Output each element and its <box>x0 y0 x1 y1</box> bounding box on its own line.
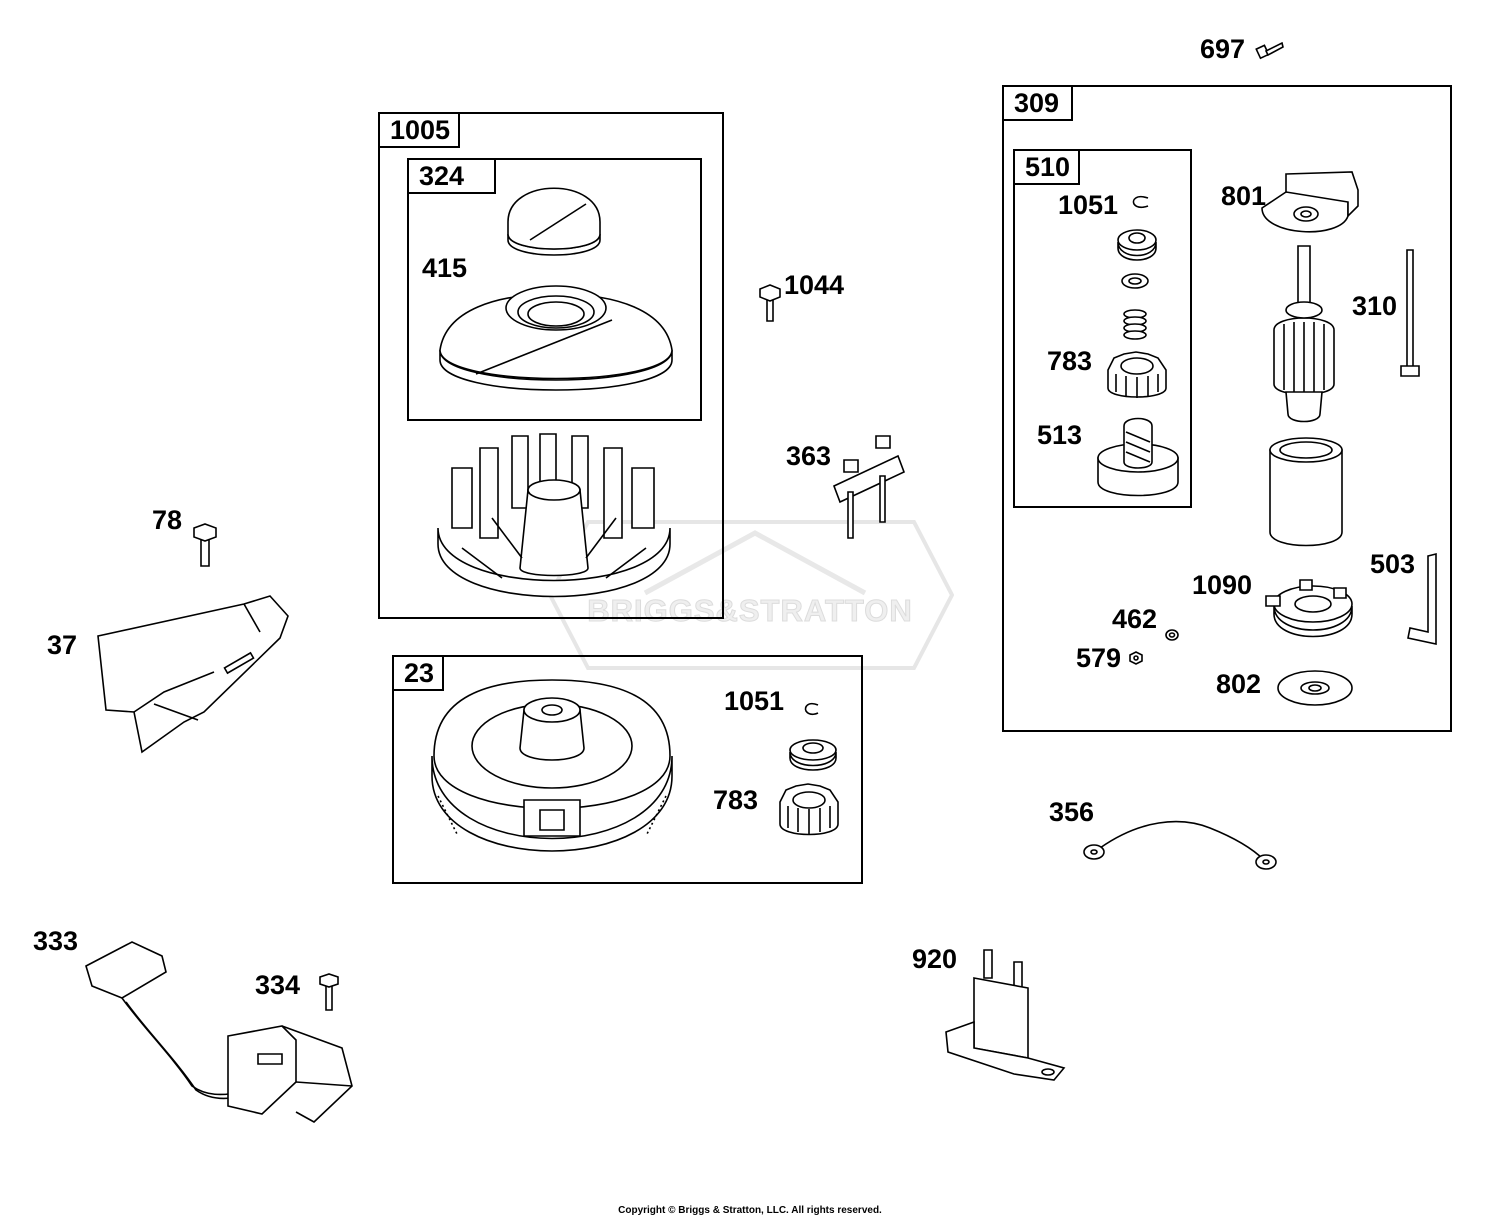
label-1044: 1044 <box>784 270 845 300</box>
part-bracket-363-icon <box>828 432 910 544</box>
part-flywheel-23-icon <box>428 676 676 860</box>
watermark-text: BRIGGS&STRATTON <box>587 593 913 629</box>
group-309-tag: 309 <box>1004 87 1074 121</box>
label-513: 513 <box>1037 420 1083 450</box>
part-screw-697-icon <box>1255 38 1285 62</box>
part-solenoid-920-icon <box>944 948 1068 1082</box>
label-503: 503 <box>1370 549 1416 579</box>
part-washer-icon <box>786 736 840 770</box>
group-510-tag: 510 <box>1015 151 1081 185</box>
part-ignition-coil-333-icon <box>82 936 358 1132</box>
label-802: 802 <box>1216 669 1262 699</box>
part-nut-579-icon <box>1128 650 1144 666</box>
group-23: 23 <box>392 655 863 884</box>
part-bolt-1044-icon <box>758 283 782 323</box>
label-333: 333 <box>33 926 79 956</box>
part-gear-783-starter-icon <box>1104 350 1170 402</box>
part-shroud-37-icon <box>94 592 292 758</box>
label-579: 579 <box>1076 643 1122 673</box>
part-housing-icon <box>1266 436 1346 550</box>
label-1051-flywheel: 1051 <box>724 686 785 716</box>
group-23-tag: 23 <box>394 657 445 691</box>
label-37: 37 <box>47 630 78 660</box>
part-washer-starter-icon <box>1114 226 1160 262</box>
part-clip-1051-icon <box>802 701 822 717</box>
label-1051-starter: 1051 <box>1058 190 1119 220</box>
label-920: 920 <box>912 944 958 974</box>
copyright-notice: Copyright © Briggs & Stratton, LLC. All … <box>618 1205 882 1216</box>
part-cable-356-icon <box>1080 816 1280 872</box>
label-783-starter: 783 <box>1047 346 1093 376</box>
part-gear-783-icon <box>776 782 842 840</box>
part-endcap-801-icon <box>1256 166 1362 242</box>
group-309: 309 <box>1002 85 1452 732</box>
part-fan-icon <box>432 428 676 608</box>
label-78: 78 <box>152 505 183 535</box>
watermark-chevron <box>643 530 867 596</box>
part-screw-334-icon <box>318 972 340 1012</box>
part-long-bolt-310-icon <box>1398 246 1422 382</box>
part-bolt-78-icon <box>192 522 218 568</box>
label-783-flywheel: 783 <box>713 785 759 815</box>
label-697: 697 <box>1200 34 1246 64</box>
label-1090: 1090 <box>1192 570 1253 600</box>
label-356: 356 <box>1049 797 1095 827</box>
label-334: 334 <box>255 970 301 1000</box>
part-strap-503-icon <box>1404 552 1440 648</box>
part-clip-1051-starter-icon <box>1130 194 1152 210</box>
part-screen-415-icon <box>436 280 676 395</box>
group-324-tag: 324 <box>409 160 497 194</box>
group-324: 324 <box>407 158 702 421</box>
part-cap-324-icon <box>500 182 610 262</box>
part-washer-462-icon <box>1164 628 1180 642</box>
group-510: 510 <box>1013 149 1192 508</box>
part-armature-icon <box>1264 244 1344 428</box>
part-brush-holder-1090-icon <box>1264 578 1360 640</box>
part-spacer-icon <box>1120 272 1150 290</box>
label-462: 462 <box>1112 604 1158 634</box>
group-1005: 1005 <box>378 112 724 619</box>
label-415: 415 <box>422 253 468 283</box>
part-drive-513-icon <box>1094 412 1182 502</box>
part-plate-802-icon <box>1274 666 1356 708</box>
part-spring-icon <box>1120 308 1150 344</box>
label-310: 310 <box>1352 291 1398 321</box>
label-801: 801 <box>1221 181 1267 211</box>
label-363: 363 <box>786 441 832 471</box>
group-1005-tag: 1005 <box>380 114 461 148</box>
